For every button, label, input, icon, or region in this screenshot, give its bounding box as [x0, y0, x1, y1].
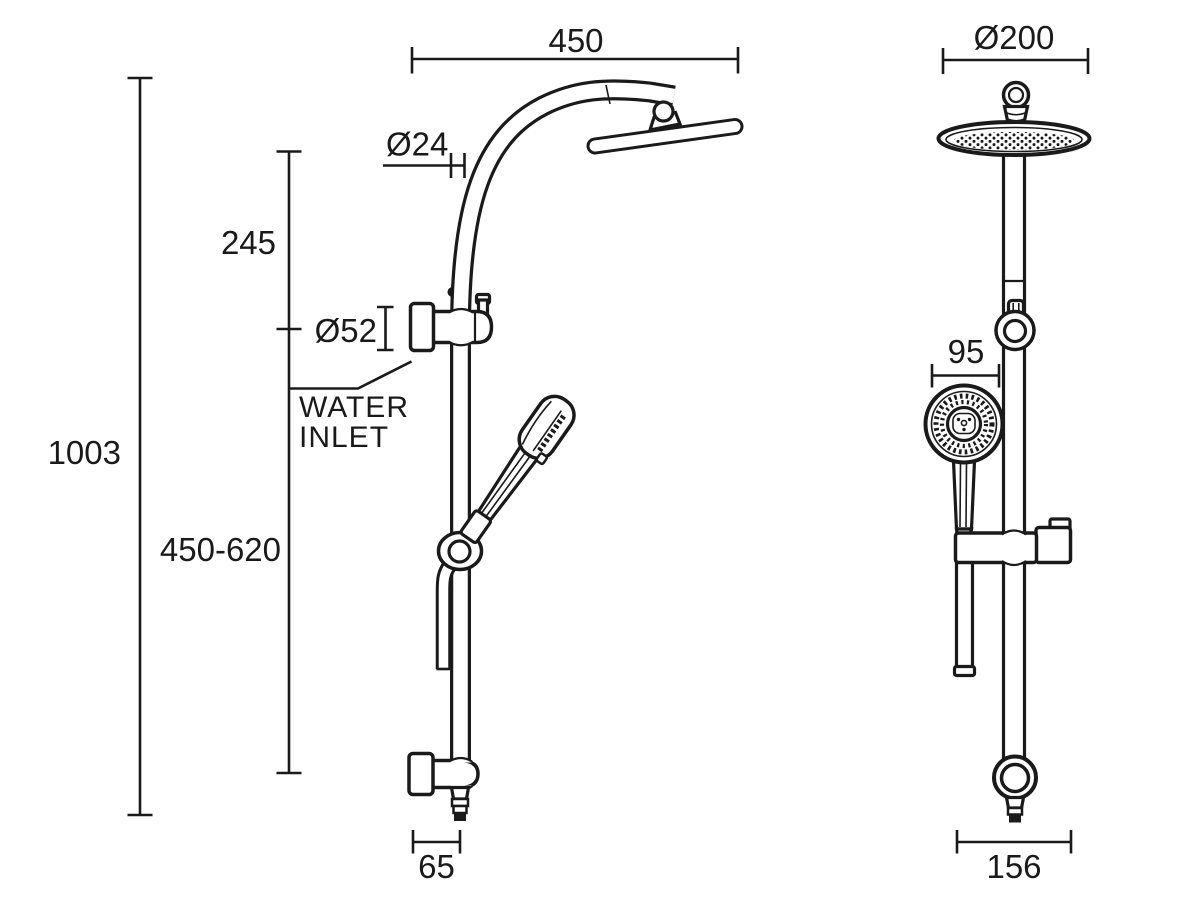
- overhead-shower-side: [586, 100, 744, 155]
- arm-seam: [605, 84, 611, 105]
- front-view: [923, 80, 1092, 823]
- dim-label-overall-height: 1003: [48, 434, 121, 471]
- outlet-neck: [449, 785, 471, 801]
- spray-face-dots: [953, 132, 1075, 150]
- dim-upper-and-range: 245 450-620: [160, 150, 302, 775]
- dim-pipe-diameter: Ø24: [383, 126, 466, 178]
- dim-overall-height: 1003: [48, 76, 153, 817]
- dim-label-adjustable-range: 450-620: [160, 531, 281, 568]
- holder-ring-front: [994, 298, 1036, 352]
- slider-bracket-front: [953, 517, 1073, 567]
- dim-head-diameter: Ø200: [941, 19, 1090, 74]
- dim-label-bottom-depth: 65: [418, 848, 455, 885]
- bottom-fitting-side: [407, 751, 480, 821]
- inlet-body: [431, 309, 494, 345]
- water-inlet-leader: [288, 360, 413, 390]
- top-swivel-ring: [1001, 80, 1031, 110]
- water-inlet-fitting: [408, 292, 494, 353]
- inlet-wall-flange: [408, 301, 436, 353]
- hose-connector-tip: [454, 812, 466, 821]
- spray-face-texture: [536, 414, 566, 453]
- bottom-wall-flange: [407, 751, 435, 797]
- dim-label-top-width: 450: [548, 22, 603, 59]
- bottom-connector-tip: [1009, 814, 1021, 823]
- hose-front: [954, 558, 975, 672]
- rail-screw-nub: [447, 287, 453, 297]
- rail-and-arm: [447, 79, 676, 764]
- dim-label-pipe-diameter: Ø24: [386, 126, 448, 163]
- water-inlet-label-line1: WATER: [299, 391, 409, 424]
- head-ball-joint: [652, 100, 675, 123]
- dim-label-upper-height: 245: [221, 224, 276, 261]
- dim-label-head-diameter: Ø200: [974, 19, 1055, 56]
- bottom-body: [430, 758, 480, 790]
- rail-front: [1001, 148, 1027, 760]
- dimensions: 1003 245 450-620 Ø52 Ø24: [48, 19, 1090, 885]
- dim-bottom-depth: 65: [411, 830, 462, 885]
- dim-hand-shower-diameter: 95: [930, 333, 1001, 388]
- dim-label-hand-shower-diameter: 95: [948, 333, 985, 370]
- side-view: [407, 79, 744, 821]
- dim-bottom-width: 156: [955, 830, 1073, 885]
- hand-shower-grip: [459, 509, 493, 545]
- hand-shower-head-front: [923, 383, 1005, 465]
- dim-label-inlet-diameter: Ø52: [315, 312, 377, 349]
- dim-top-width: 450: [410, 22, 740, 74]
- bottom-fitting-front: [992, 754, 1038, 823]
- water-inlet-callout: WATER INLET: [288, 360, 413, 454]
- dim-label-bottom-width: 156: [986, 848, 1041, 885]
- hand-shower-handle-front: [951, 459, 977, 531]
- dim-inlet-diameter: Ø52: [315, 305, 394, 352]
- mode-nub: [535, 452, 549, 466]
- hand-shower-side: [459, 394, 576, 545]
- overhead-shower-front: [936, 80, 1092, 157]
- water-inlet-label-line2: INLET: [299, 421, 389, 454]
- hose-side: [435, 560, 457, 671]
- hose-end: [952, 664, 977, 678]
